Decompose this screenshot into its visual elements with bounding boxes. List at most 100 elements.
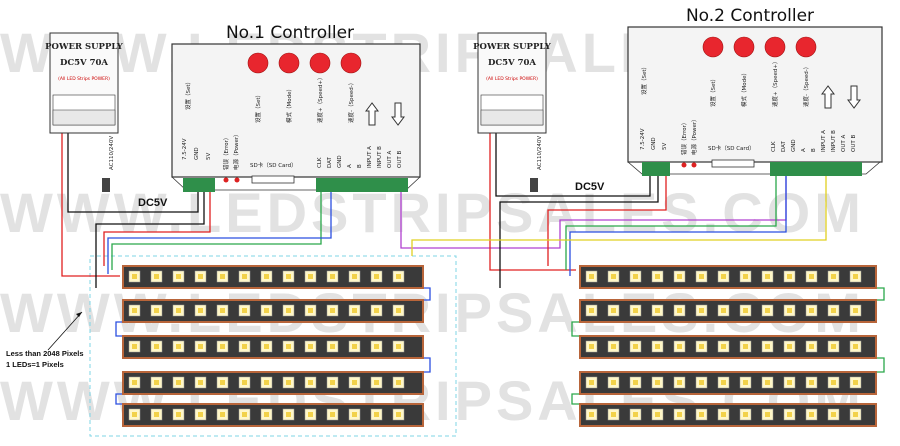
led-core [809, 308, 814, 313]
button-label: 速度-（Speed-） [347, 80, 355, 123]
red-button-icon [764, 36, 786, 58]
status-label: 错误（Error） [222, 135, 230, 170]
sd-label: SD卡（SD Card） [708, 144, 755, 152]
led-core [308, 308, 313, 313]
button-label: 模式（Mode） [740, 70, 748, 107]
led-core [396, 412, 401, 417]
led-core [721, 308, 726, 313]
led-core [743, 274, 748, 279]
led-core [743, 380, 748, 385]
led-core [699, 380, 704, 385]
wire [489, 125, 576, 271]
red-button-icon [309, 52, 331, 74]
button-label: 速度-（Speed-） [802, 64, 810, 107]
sd-label: SD卡（SD Card） [250, 161, 297, 169]
led-core [677, 344, 682, 349]
led-core [809, 412, 814, 417]
led-core [308, 380, 313, 385]
button-label: 速度+（Speed+） [771, 59, 779, 107]
led-core [677, 380, 682, 385]
led-core [198, 380, 203, 385]
led-core [176, 412, 181, 417]
red-button-icon [795, 36, 817, 58]
led-core [396, 380, 401, 385]
terminal-label: OUT A [387, 151, 393, 168]
led-strips [122, 265, 877, 427]
wire [547, 176, 667, 266]
led-core [396, 344, 401, 349]
led-core [352, 344, 357, 349]
led-core [633, 274, 638, 279]
led-core [743, 308, 748, 313]
controller-title: No.1 Controller [226, 23, 354, 43]
power-supply-title: POWER SUPPLY [473, 42, 552, 52]
pointer-arrow [47, 311, 83, 351]
led-core [765, 380, 770, 385]
ac-input-label: AC110/240V [109, 136, 115, 170]
led-core [589, 380, 594, 385]
terminal-label: 5V [662, 143, 668, 150]
led-core [286, 344, 291, 349]
sd-card-slot [711, 159, 755, 168]
terminal-label: INPUT A [821, 130, 827, 152]
led-strip [122, 265, 424, 289]
led-strip [579, 371, 877, 395]
led-strip [579, 265, 877, 289]
controller-1: No.1 Controller 设置（Set）模式（Mode）速度+（Speed… [171, 23, 421, 192]
led-core [765, 274, 770, 279]
led-core [330, 380, 335, 385]
led-core [787, 344, 792, 349]
terminal-label: CLK [317, 157, 323, 168]
terminal-label: 7.5-24V [182, 138, 188, 160]
led-core [198, 344, 203, 349]
status-label: 错误（Error） [680, 120, 688, 155]
led-core [787, 380, 792, 385]
led-core [374, 380, 379, 385]
led-core [132, 308, 137, 313]
controller-note: 设置（Set） [184, 79, 192, 110]
signal-terminal-block [316, 178, 408, 192]
led-core [264, 308, 269, 313]
terminal-label: GND [337, 155, 343, 168]
wire [103, 192, 211, 266]
led-core [677, 308, 682, 313]
power-supply-2: POWER SUPPLY DC5V 70A (All LED Strips PO… [473, 32, 552, 192]
led-core [633, 344, 638, 349]
led-core [743, 412, 748, 417]
led-core [220, 380, 225, 385]
led-core [611, 274, 616, 279]
terminal-label: INPUT B [377, 146, 383, 168]
led-core [374, 412, 379, 417]
terminal-label: A [347, 164, 353, 168]
wire [569, 176, 787, 276]
led-core [589, 308, 594, 313]
led-core [853, 274, 858, 279]
led-core [220, 308, 225, 313]
led-core [330, 308, 335, 313]
led-core [721, 344, 726, 349]
error-led [223, 177, 229, 183]
led-core [655, 308, 660, 313]
led-strip [122, 335, 424, 359]
led-core [264, 412, 269, 417]
wire [876, 287, 885, 301]
wire [876, 357, 885, 373]
dc-voltage-label: DC5V [575, 181, 605, 193]
terminal-label: 7.5-24V [640, 128, 646, 150]
terminal-label: 5V [206, 153, 212, 160]
led-strip [122, 403, 424, 427]
led-core [655, 412, 660, 417]
red-button-icon [340, 52, 362, 74]
led-core [787, 274, 792, 279]
led-core [242, 412, 247, 417]
led-core [589, 344, 594, 349]
wire [571, 393, 580, 405]
led-core [352, 274, 357, 279]
led-core [655, 380, 660, 385]
power-supply-rating: DC5V 70A [60, 58, 108, 68]
power-led [691, 162, 697, 168]
led-core [308, 412, 313, 417]
led-core [242, 344, 247, 349]
led-core [132, 412, 137, 417]
